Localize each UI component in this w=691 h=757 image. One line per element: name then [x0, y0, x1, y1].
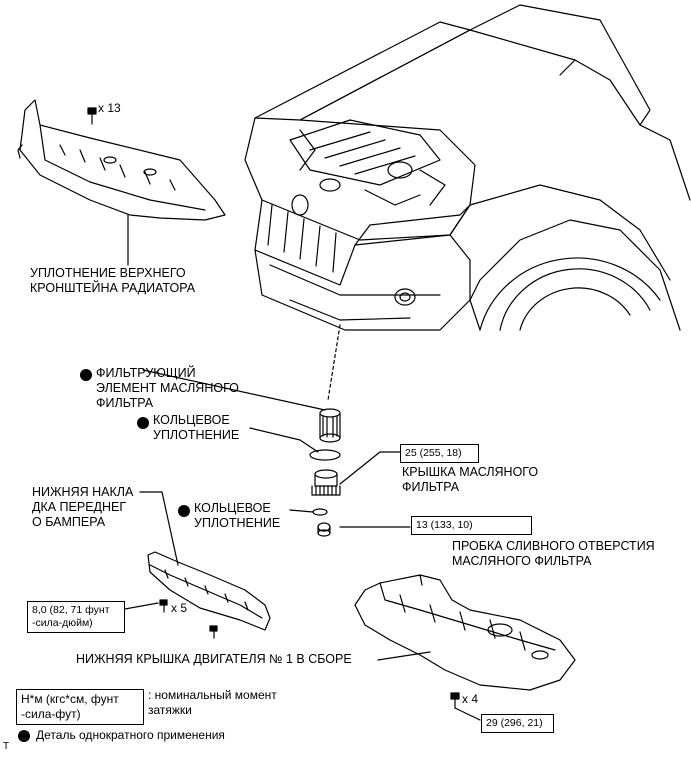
filter-cap-torque-box: 25 (255, 18): [400, 444, 479, 463]
drain-plug: [317, 522, 331, 537]
oil-filter-cap: [311, 469, 341, 496]
o-ring-2-label: КОЛЬЦЕВОЕ УПЛОТНЕНИЕ: [194, 501, 281, 530]
legend-unit-box: Н*м (кгс*см, фунт -сила-фут): [16, 689, 144, 725]
bumper-bolt-quantity: x 5: [171, 601, 188, 615]
oil-filter-element-label: ФИЛЬТРУЮЩИЙ ЭЛЕМЕНТ МАСЛЯНОГО ФИЛЬТРА: [96, 366, 239, 410]
drain-plug-torque-box: 13 (133, 10): [411, 516, 532, 535]
bumper-cover-label: НИЖНЯЯ НАКЛА ДКА ПЕРЕДНЕГ О БАМПЕРА: [32, 485, 134, 529]
engine-under-cover: [354, 574, 576, 691]
engine-cover-torque-box: 29 (296, 21): [481, 714, 554, 733]
single-use-marker-icon: [137, 417, 149, 429]
o-ring-1-label: КОЛЬЦЕВОЕ УПЛОТНЕНИЕ: [153, 413, 240, 442]
engine-cover-label: НИЖНЯЯ КРЫШКА ДВИГАТЕЛЯ № 1 В СБОРЕ: [76, 652, 352, 666]
engine-bolt-icon: [450, 692, 460, 709]
bolt-top-icon: [87, 107, 97, 125]
bumper-bolt-icon-1: [159, 599, 168, 613]
o-ring-2: [312, 508, 328, 516]
drain-plug-label: ПРОБКА СЛИВНОГО ОТВЕРСТИЯ МАСЛЯНОГО ФИЛЬ…: [452, 539, 655, 568]
corner-mark: T: [3, 741, 10, 752]
bumper-bolt-icon-2: [209, 625, 218, 639]
dashed-leader: [327, 324, 341, 401]
oil-filter-cap-label: КРЫШКА МАСЛЯНОГО ФИЛЬТРА: [402, 465, 539, 494]
single-use-marker-icon: [178, 505, 190, 517]
legend-single-use-label: Деталь однократного применения: [36, 728, 225, 742]
vehicle-illustration: [244, 4, 691, 331]
radiator-seal-label: УПЛОТНЕНИЕ ВЕРХНЕГО КРОНШТЕЙНА РАДИАТОРА: [30, 266, 196, 295]
bumper-lower-cover: [147, 551, 271, 631]
o-ring-1: [309, 449, 341, 461]
oil-filter-element: [319, 408, 341, 443]
single-use-marker-icon: [18, 730, 30, 742]
radiator-seal-cover: [17, 99, 226, 221]
bumper-torque-box: 8,0 (82, 71 фунт -сила-дюйм): [27, 601, 125, 633]
legend-unit-description: : номинальный момент затяжки: [148, 688, 277, 717]
single-use-marker-icon: [80, 369, 92, 381]
top-bolt-quantity: x 13: [98, 101, 121, 115]
engine-bolt-quantity: x 4: [462, 692, 479, 706]
